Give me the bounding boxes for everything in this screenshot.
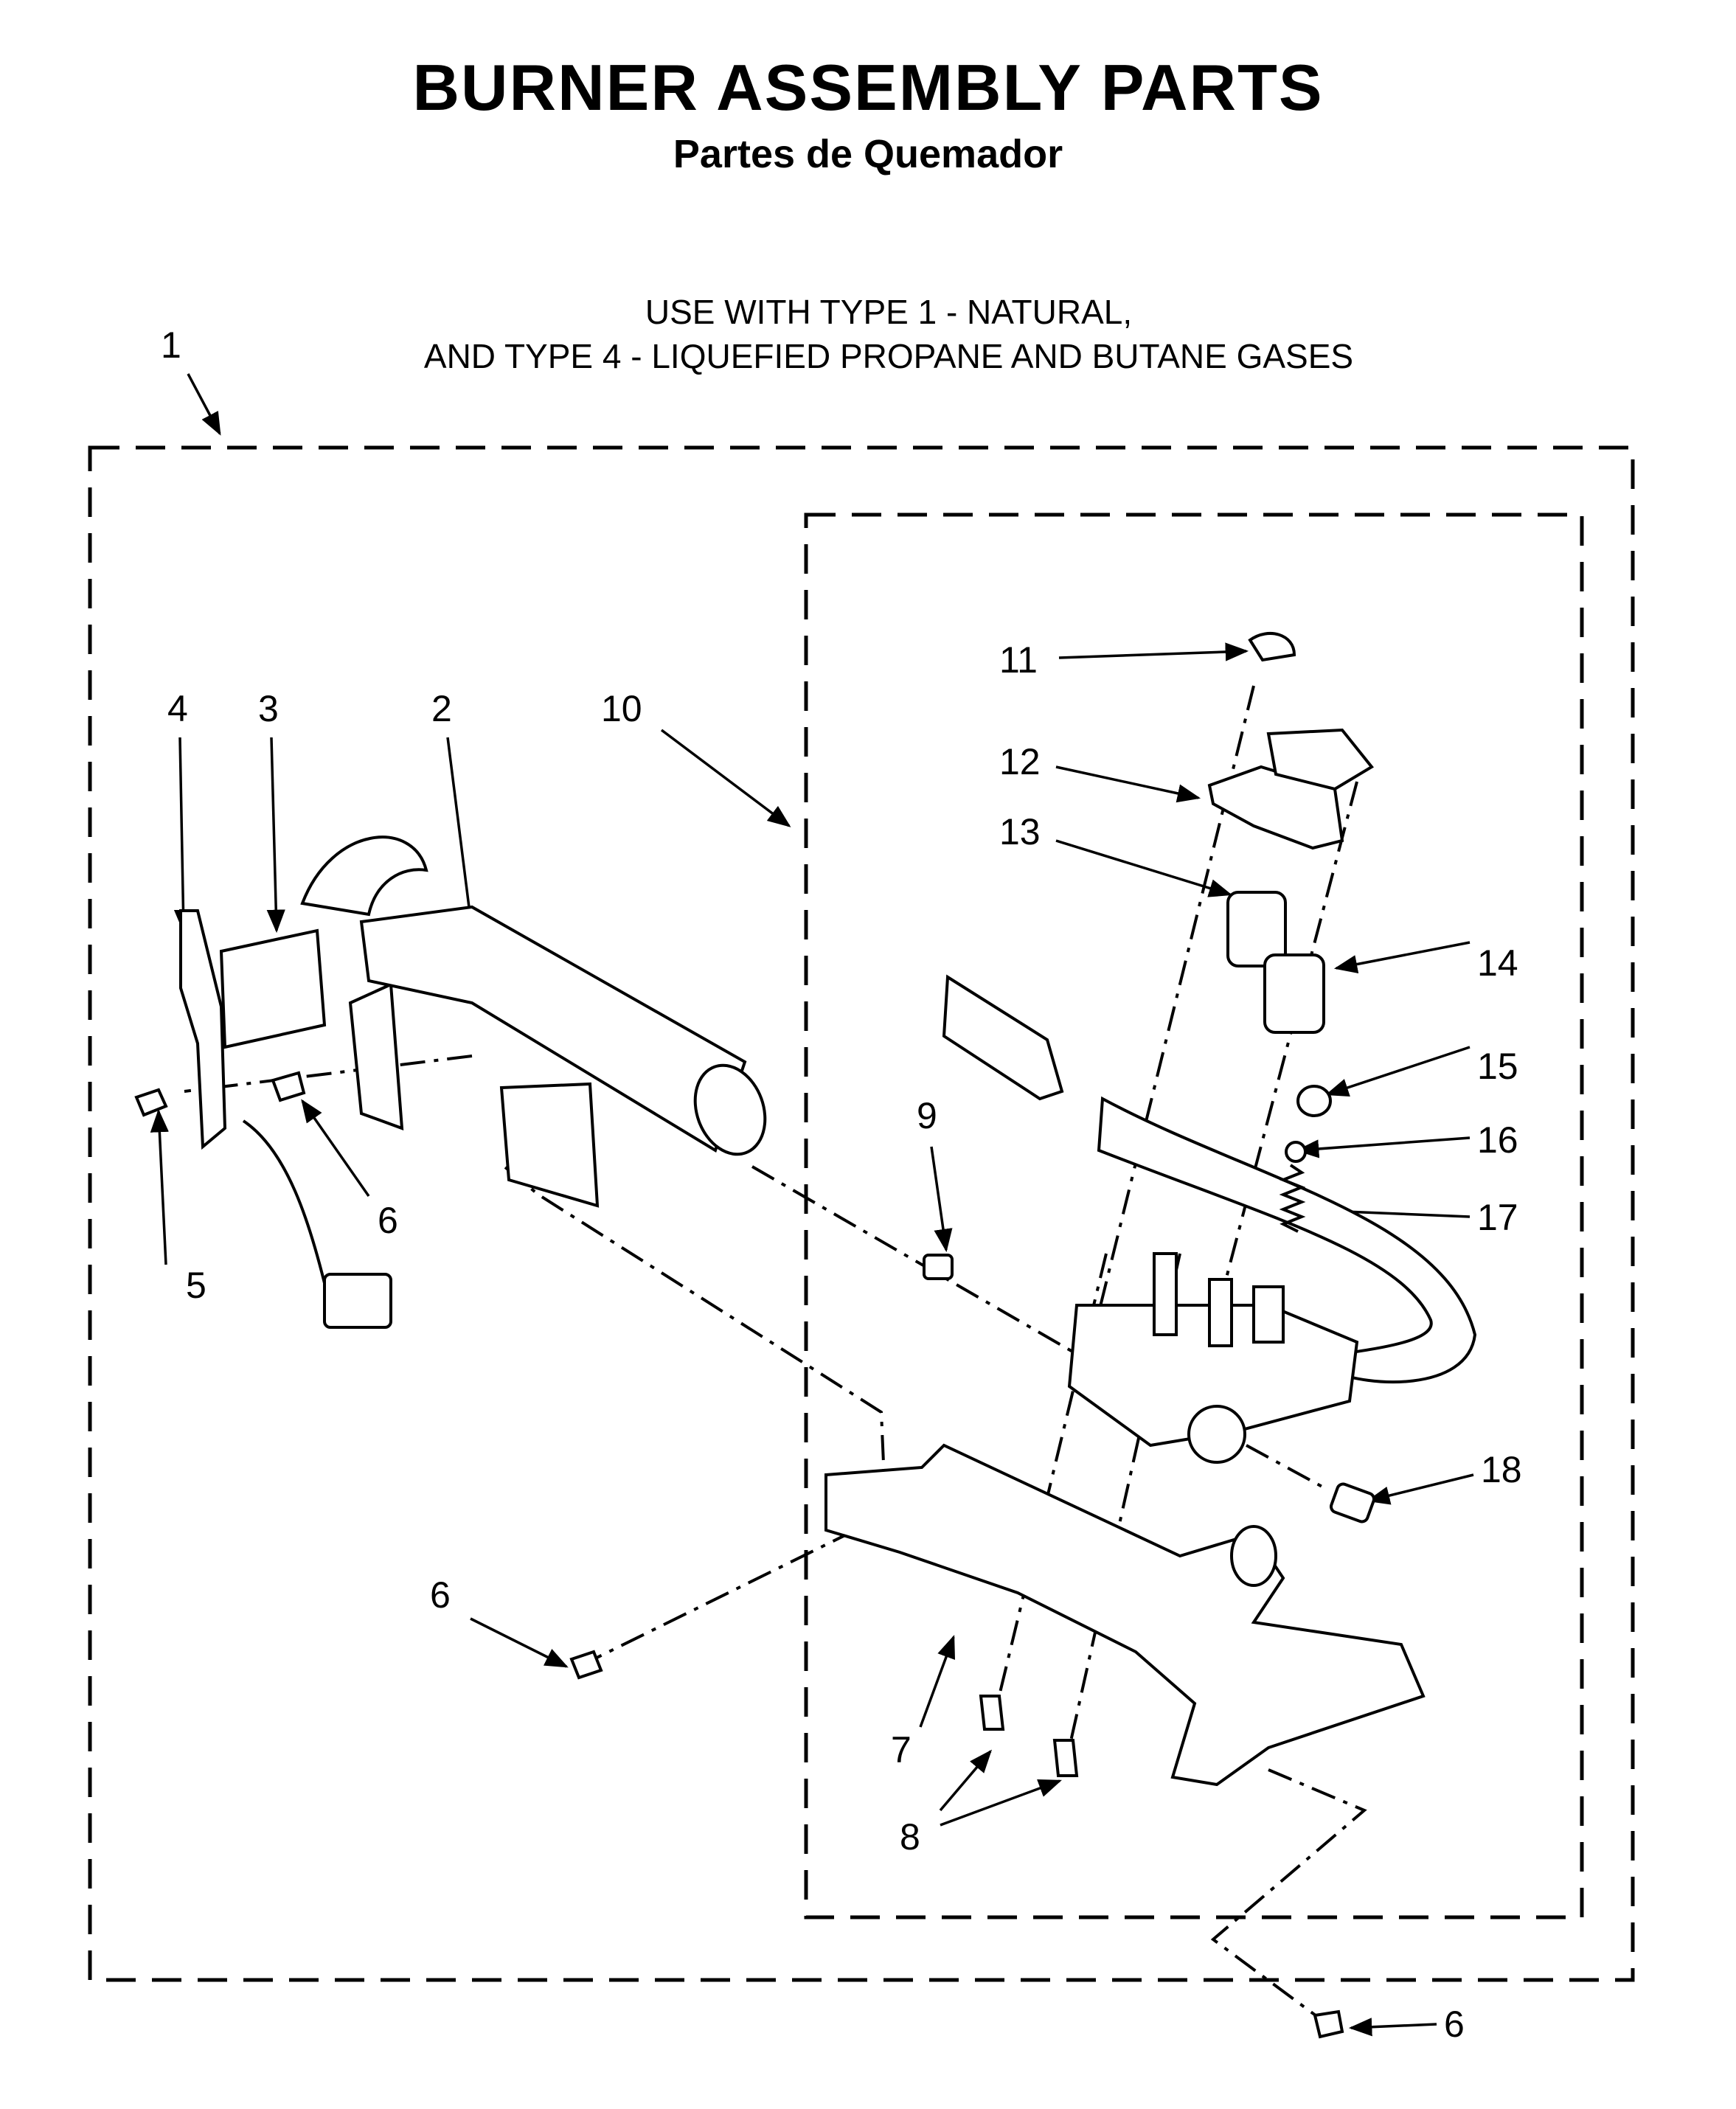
page-title: BURNER ASSEMBLY PARTS bbox=[412, 51, 1324, 124]
screw-8b bbox=[1052, 1739, 1079, 1777]
spring-17 bbox=[1279, 1164, 1306, 1233]
ignitor-part bbox=[219, 928, 327, 1049]
coil-13 bbox=[1226, 891, 1287, 967]
part-drawings bbox=[134, 632, 1477, 2039]
callout-14: 14 bbox=[1477, 942, 1518, 984]
callout-1: 1 bbox=[161, 324, 181, 366]
bracket-part bbox=[179, 909, 227, 1150]
screw-6c bbox=[1313, 2009, 1344, 2039]
page-subtitle: Partes de Quemador bbox=[673, 132, 1063, 176]
outer-assembly-frame bbox=[88, 445, 1635, 1982]
callout-12: 12 bbox=[999, 741, 1041, 782]
leader-lines bbox=[150, 373, 1474, 2037]
valve-post-3 bbox=[1252, 1285, 1285, 1344]
burner-mounting-plate bbox=[499, 1082, 600, 1208]
callout-4: 4 bbox=[167, 688, 188, 729]
ignitor-wire bbox=[242, 1119, 326, 1284]
callout-16: 16 bbox=[1477, 1119, 1518, 1161]
usage-note-line-1: USE WITH TYPE 1 - NATURAL, bbox=[645, 293, 1133, 331]
callout-6-left: 6 bbox=[378, 1200, 398, 1241]
sensor-sleeve bbox=[942, 974, 1064, 1101]
screw-6b bbox=[569, 1650, 603, 1680]
valve-post-1 bbox=[1153, 1252, 1178, 1336]
callout-6-bottom: 6 bbox=[1444, 2004, 1465, 2045]
inner-valve-frame bbox=[804, 513, 1584, 1919]
plug-15 bbox=[1296, 1085, 1332, 1117]
burner-bracket bbox=[824, 1443, 1426, 1787]
callout-2: 2 bbox=[431, 688, 452, 729]
usage-note-line-2: AND TYPE 4 - LIQUEFIED PROPANE AND BUTAN… bbox=[423, 337, 1354, 375]
callout-11: 11 bbox=[999, 639, 1038, 681]
callout-15: 15 bbox=[1477, 1046, 1518, 1087]
orifice-part bbox=[923, 1254, 954, 1280]
callout-17: 17 bbox=[1477, 1197, 1518, 1238]
callout-18: 18 bbox=[1481, 1449, 1522, 1490]
ignitor-connector bbox=[323, 1273, 392, 1329]
burner-tube-mouth bbox=[693, 1063, 767, 1156]
callout-5: 5 bbox=[186, 1265, 206, 1306]
screw-8a bbox=[979, 1695, 1005, 1731]
plug-18 bbox=[1329, 1482, 1376, 1523]
screw-6a bbox=[271, 1071, 306, 1102]
bracket-hole bbox=[1230, 1525, 1277, 1587]
valve-outlet bbox=[1187, 1405, 1246, 1464]
valve-post-2 bbox=[1208, 1278, 1233, 1347]
callout-6-middle: 6 bbox=[430, 1574, 451, 1616]
callout-10: 10 bbox=[601, 688, 642, 729]
callout-labels: 1 4 3 2 10 5 6 6 7 8 9 11 12 13 14 15 16… bbox=[161, 324, 1522, 2045]
ignitor-bracket bbox=[348, 981, 404, 1130]
cap-16 bbox=[1285, 1141, 1307, 1163]
callout-8: 8 bbox=[900, 1816, 920, 1858]
coil-bracket-upper bbox=[1266, 728, 1374, 791]
callout-3: 3 bbox=[258, 688, 279, 729]
burner-tube-flange bbox=[300, 835, 428, 917]
screw-5 bbox=[134, 1088, 168, 1117]
callout-9: 9 bbox=[917, 1095, 937, 1136]
coil-bracket bbox=[1207, 765, 1344, 850]
callout-7: 7 bbox=[891, 1729, 912, 1771]
coil-screw bbox=[1248, 632, 1296, 662]
burner-tube bbox=[359, 905, 747, 1153]
callout-13: 13 bbox=[999, 811, 1041, 852]
coil-14 bbox=[1263, 953, 1325, 1034]
